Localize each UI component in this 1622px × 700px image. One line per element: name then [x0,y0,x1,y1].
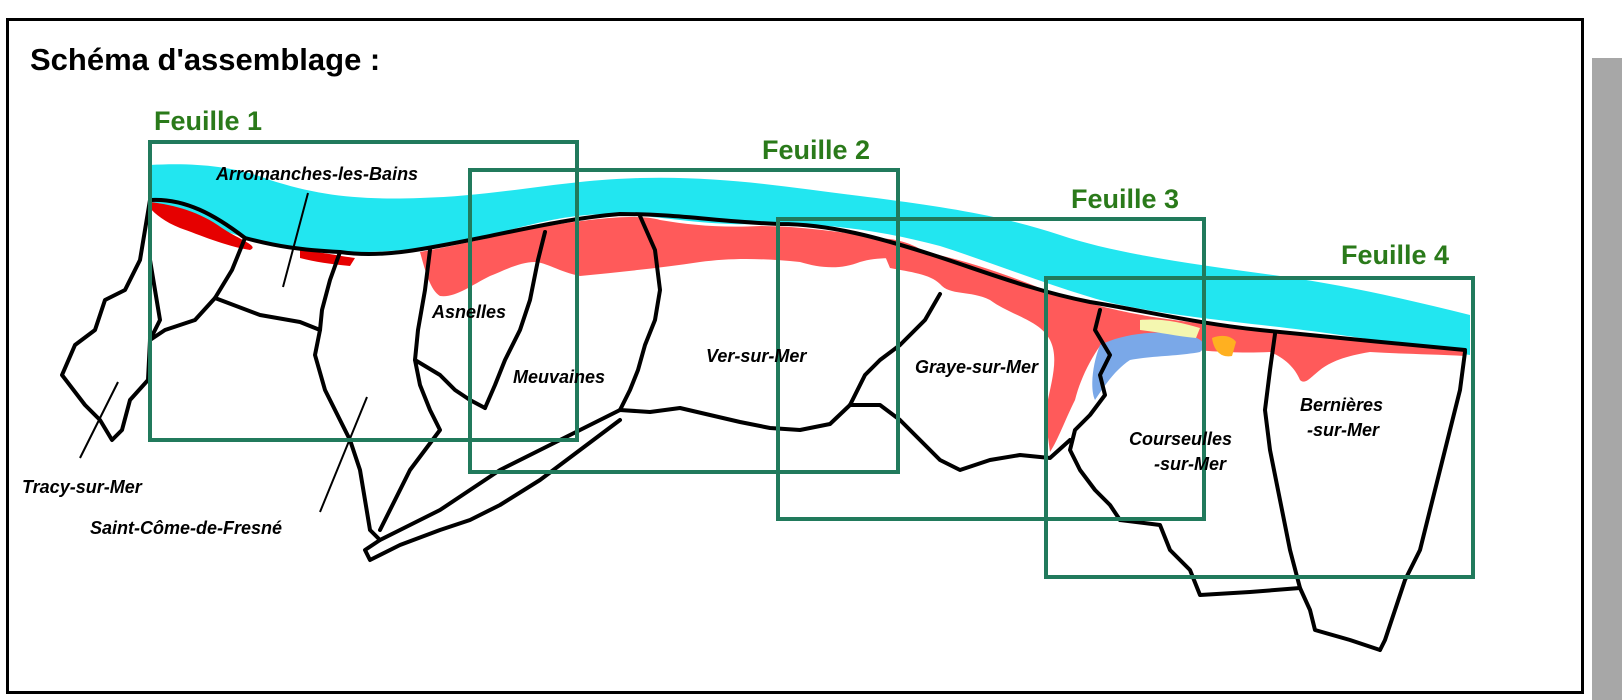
water-zone-seulles [1092,332,1204,400]
boundary-asnelles-west [413,248,487,410]
commune-ver-label: Ver-sur-Mer [706,346,807,366]
sheet-2-label: Feuille 2 [762,135,870,165]
boundary-graye-south [848,403,1072,472]
boundary-arromanches-west [148,236,247,342]
hazard-zone-west [150,202,253,250]
commune-saint-come-label: Saint-Côme-de-Fresné [90,518,282,538]
hazard-zone-arromanches [300,250,355,266]
leader-arromanches [282,192,309,288]
commune-asnelles-label: Asnelles [431,302,506,322]
sheet-1-label: Feuille 1 [154,106,262,136]
sheet-4-label: Feuille 4 [1341,240,1449,270]
boundary-south-meuvaines [363,408,622,562]
commune-meuvaines-label: Meuvaines [513,367,605,387]
boundary-saint-come-east [378,358,442,532]
commune-courseulles-label: Courseulles [1129,429,1232,449]
sheet-3-label: Feuille 3 [1071,184,1179,214]
sheet-1-frame [148,140,579,442]
sheet-2-frame [468,168,900,474]
orange-zone [1212,335,1236,357]
boundary-tracy [60,198,162,442]
commune-bernieres-label: Bernières [1300,395,1383,415]
pale-zone [1140,319,1200,338]
map-title: Schéma d'assemblage : [30,42,380,77]
boundary-courseulles-west [1068,308,1122,522]
boundary-meuvaines-east [618,214,662,412]
frame-shadow [1592,58,1622,700]
sheet-3-frame [776,217,1206,521]
coastline-boundary [148,197,1467,352]
hazard-zone-asnelles [420,217,930,297]
hazard-zone-bernieres [1270,330,1465,382]
hazard-zone-graye [880,244,1270,452]
boundary-arromanches-east [313,250,382,542]
boundary-ver-south [618,403,852,432]
leader-tracy [79,381,119,459]
boundary-courseulles-south [1118,518,1302,597]
boundary-bernieres-east [1378,350,1467,652]
commune-graye-label: Graye-sur-Mer [915,357,1039,377]
sea-band [150,164,1470,355]
boundary-ver-east [848,292,942,407]
boundary-bernieres-west [1263,332,1382,652]
leader-saint-come [319,396,368,513]
sheet-4-frame [1044,276,1475,579]
boundary-arromanches-south [213,296,322,332]
boundary-asnelles-east [483,230,547,410]
commune-arromanches-label: Arromanches-les-Bains [215,164,418,184]
commune-bernieres-label-2: -sur-Mer [1307,420,1380,440]
commune-courseulles-label-2: -sur-Mer [1154,454,1227,474]
commune-tracy-label: Tracy-sur-Mer [22,477,143,497]
